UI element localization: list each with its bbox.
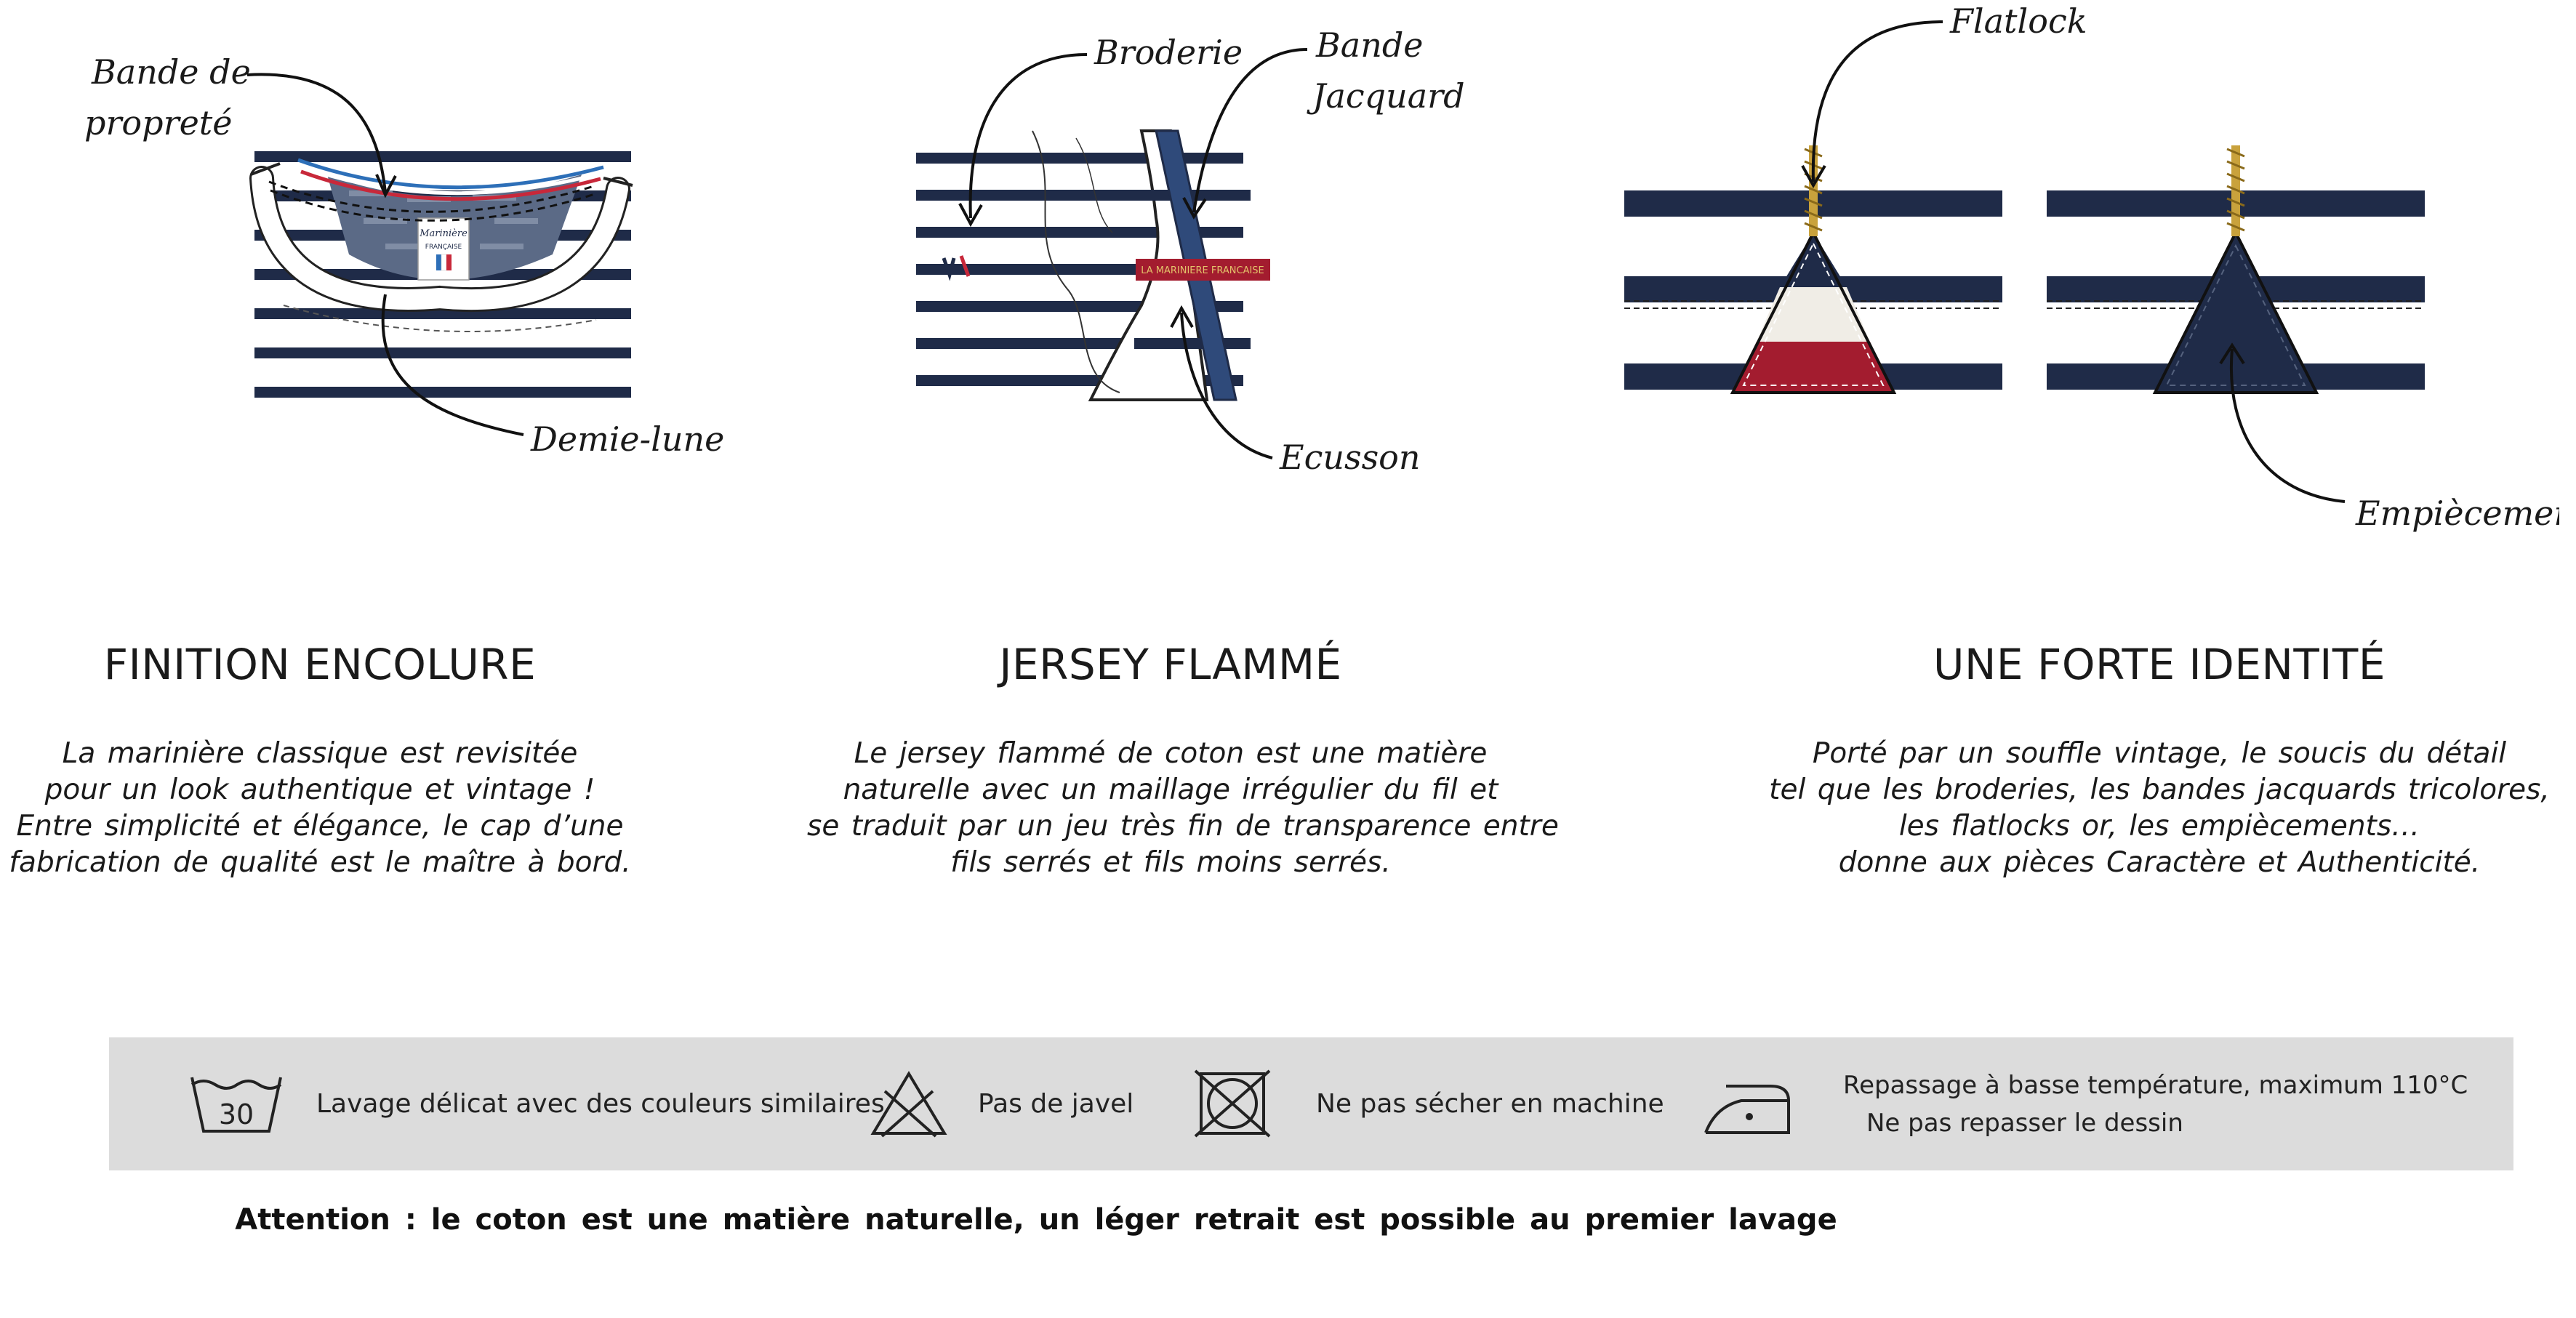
wash-temp: 30 [219, 1098, 254, 1130]
no-tumble-dry-icon [1194, 1069, 1271, 1138]
body-line: se traduit par un jeu très fin de transp… [807, 810, 1559, 843]
label-demie-lune: Demie-lune [530, 419, 724, 459]
iron-low-temp-icon [1704, 1084, 1790, 1134]
wash-label: Lavage délicat avec des couleurs similai… [316, 1089, 885, 1119]
section-body: La marinière classique est revisitée pou… [0, 736, 640, 881]
body-line: donne aux pièces Caractère et Authentici… [1838, 846, 2481, 879]
section-title: UNE FORTE IDENTITÉ [1933, 640, 2386, 689]
care-bleach: Pas de javel [869, 1037, 1133, 1170]
arrow-bande [1192, 48, 1308, 213]
section-title: JERSEY FLAMMÉ [999, 640, 1342, 689]
body-line: fabrication de qualité est le maître à b… [9, 846, 631, 879]
body-line: naturelle avec un maillage irrégulier du… [843, 773, 1498, 806]
care-instructions-bar: 30 Lavage délicat avec des couleurs simi… [109, 1037, 2513, 1170]
encolure-drawing: Marinière FRANÇAISE Bande de propreté De… [84, 52, 724, 459]
label-bande-proprete-2: propreté [84, 103, 233, 142]
ecusson-patch: LA MARINIERE FRANCAISE [1136, 259, 1270, 281]
wash-30-icon: 30 [190, 1077, 282, 1133]
section-jersey-flamme: JERSEY FLAMMÉ Le jersey flammé de coton … [807, 640, 1559, 881]
embroidery-emblem [942, 255, 971, 281]
illustration-jersey: LA MARINIERE FRANCAISE Broderie Bande Ja… [902, 0, 1469, 494]
arrow-demie-lune [381, 294, 524, 436]
body-line: fils serrés et fils moins serrés. [950, 846, 1391, 879]
label-bande-proprete-1: Bande de [91, 52, 251, 92]
iron-label-1: Repassage à basse température, maximum 1… [1843, 1070, 2468, 1100]
dry-label: Ne pas sécher en machine [1316, 1089, 1664, 1119]
swatch-navy [2047, 145, 2425, 394]
body-line: Le jersey flammé de coton est une matièr… [854, 737, 1488, 770]
illustration-identite: Flatlock Empiècements [1614, 0, 2559, 552]
section-finition-encolure: FINITION ENCOLURE La marinière classique… [0, 640, 640, 881]
care-iron: Repassage à basse température, maximum 1… [1701, 1037, 2468, 1170]
care-dry: Ne pas sécher en machine [1192, 1037, 1664, 1170]
label-bande-1: Bande [1315, 25, 1424, 65]
label-bande-2: Jacquard [1307, 76, 1465, 116]
iron-text: Repassage à basse température, maximum 1… [1843, 1066, 2468, 1142]
body-line: La marinière classique est revisitée [62, 737, 578, 770]
body-line: les flatlocks or, les empiècements… [1898, 810, 2420, 843]
body-line: Entre simplicité et élégance, le cap d’u… [16, 810, 624, 843]
patch-text: LA MARINIERE FRANCAISE [1141, 265, 1264, 276]
label-brand-sub: FRANÇAISE [425, 244, 462, 251]
arrow-broderie [968, 53, 1088, 219]
bleach-label: Pas de javel [978, 1089, 1134, 1119]
neck-label: Marinière FRANÇAISE [417, 217, 470, 281]
arrow-empiecements [2229, 348, 2346, 503]
jersey-drawing: LA MARINIERE FRANCAISE Broderie Bande Ja… [916, 25, 1465, 477]
no-bleach-icon [870, 1071, 947, 1138]
section-forte-identite: UNE FORTE IDENTITÉ Porté par un souffle … [1767, 640, 2552, 881]
section-body: Le jersey flammé de coton est une matièr… [807, 736, 1559, 881]
label-broderie: Broderie [1094, 33, 1243, 72]
body-line: tel que les broderies, les bandes jacqua… [1769, 773, 2550, 806]
label-empiecements: Empiècements [2355, 494, 2559, 533]
label-brand: Marinière [419, 228, 468, 239]
body-line: Porté par un souffle vintage, le soucis … [1812, 737, 2507, 770]
iron-label-2: Ne pas repasser le dessin [1866, 1108, 2183, 1138]
label-flatlock: Flatlock [1949, 1, 2087, 41]
body-line: pour un look authentique et vintage ! [44, 773, 595, 806]
section-title: FINITION ENCOLURE [103, 640, 537, 689]
label-ecusson: Ecusson [1279, 438, 1421, 477]
illustration-encolure: Marinière FRANÇAISE Bande de propreté De… [44, 0, 756, 494]
section-body: Porté par un souffle vintage, le soucis … [1767, 736, 2552, 881]
swatch-tricolor [1624, 145, 2002, 394]
care-wash: 30 Lavage délicat avec des couleurs simi… [189, 1037, 885, 1170]
arrow-ecusson [1180, 312, 1273, 459]
arrow-bande-proprete [246, 73, 387, 193]
identite-drawing: Flatlock Empiècements [1624, 1, 2559, 533]
arrow-flatlock [1811, 20, 1943, 182]
shrinkage-notice: Attention : le coton est une matière nat… [235, 1203, 1837, 1237]
